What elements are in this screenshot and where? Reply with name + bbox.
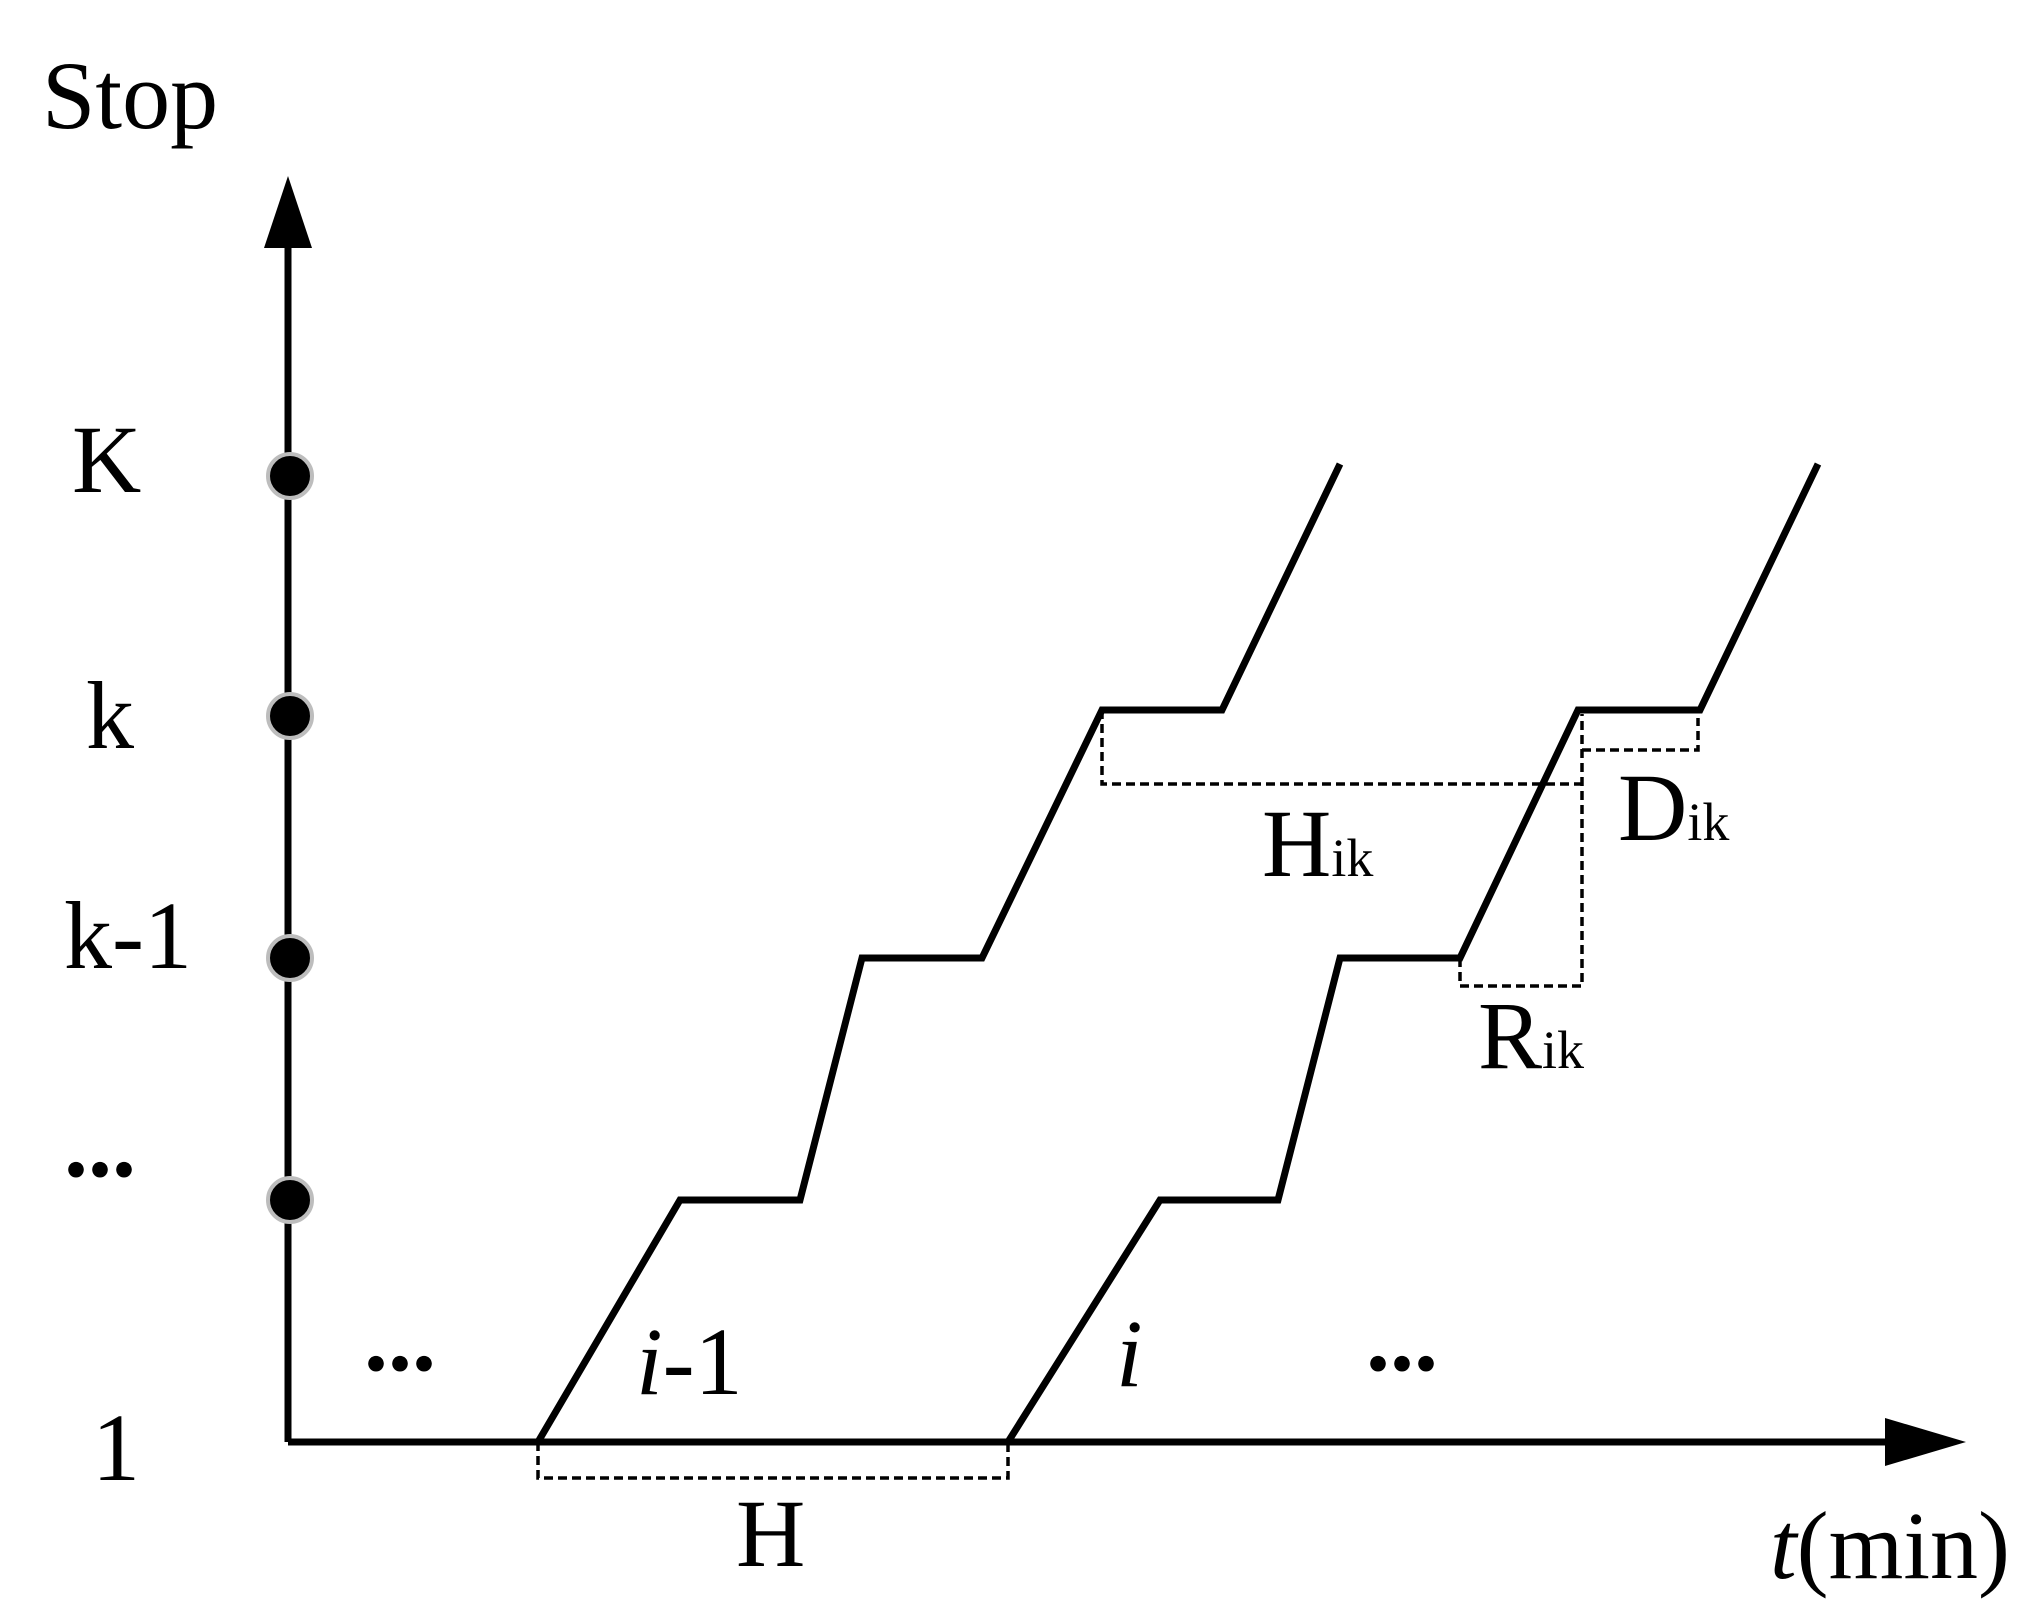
stop-label-K: K bbox=[72, 406, 141, 513]
headway-bracket bbox=[536, 1442, 1010, 1480]
x-axis-arrow bbox=[1885, 1418, 1966, 1466]
ellipsis-left: ... bbox=[364, 1284, 436, 1391]
run-ik-label: Rik bbox=[1478, 982, 1584, 1089]
dwell-ik-label: Dik bbox=[1618, 754, 1729, 861]
bus-label-i-minus-1: i-1 bbox=[636, 1308, 743, 1415]
x-axis-label: t(min) bbox=[1770, 1492, 2010, 1599]
stop-label-1: 1 bbox=[92, 1394, 140, 1501]
stop-label-ellipsis: ... bbox=[64, 1090, 136, 1197]
headway-ik-label: Hik bbox=[1262, 790, 1373, 897]
y-axis-arrow bbox=[264, 176, 312, 248]
bus-label-i: i bbox=[1116, 1300, 1143, 1407]
headway-label: H bbox=[736, 1480, 805, 1587]
stop-marker-k bbox=[266, 692, 314, 740]
trajectory-bus-i bbox=[1005, 462, 1822, 1444]
stop-marker-k-minus-1 bbox=[266, 934, 314, 982]
stop-marker-K bbox=[266, 452, 314, 500]
dwell-ik-bracket bbox=[1582, 718, 1700, 752]
stop-marker-ellipsis bbox=[266, 1176, 314, 1224]
ellipsis-right: ... bbox=[1366, 1284, 1438, 1391]
trajectory-bus-i-minus-1 bbox=[534, 462, 1344, 1444]
stop-label-k-minus-1: k-1 bbox=[64, 882, 192, 989]
run-ik-bracket bbox=[1458, 714, 1584, 988]
headway-ik-bracket bbox=[1100, 710, 1582, 786]
stop-label-k: k bbox=[86, 662, 134, 769]
y-axis-label: Stop bbox=[42, 42, 218, 149]
